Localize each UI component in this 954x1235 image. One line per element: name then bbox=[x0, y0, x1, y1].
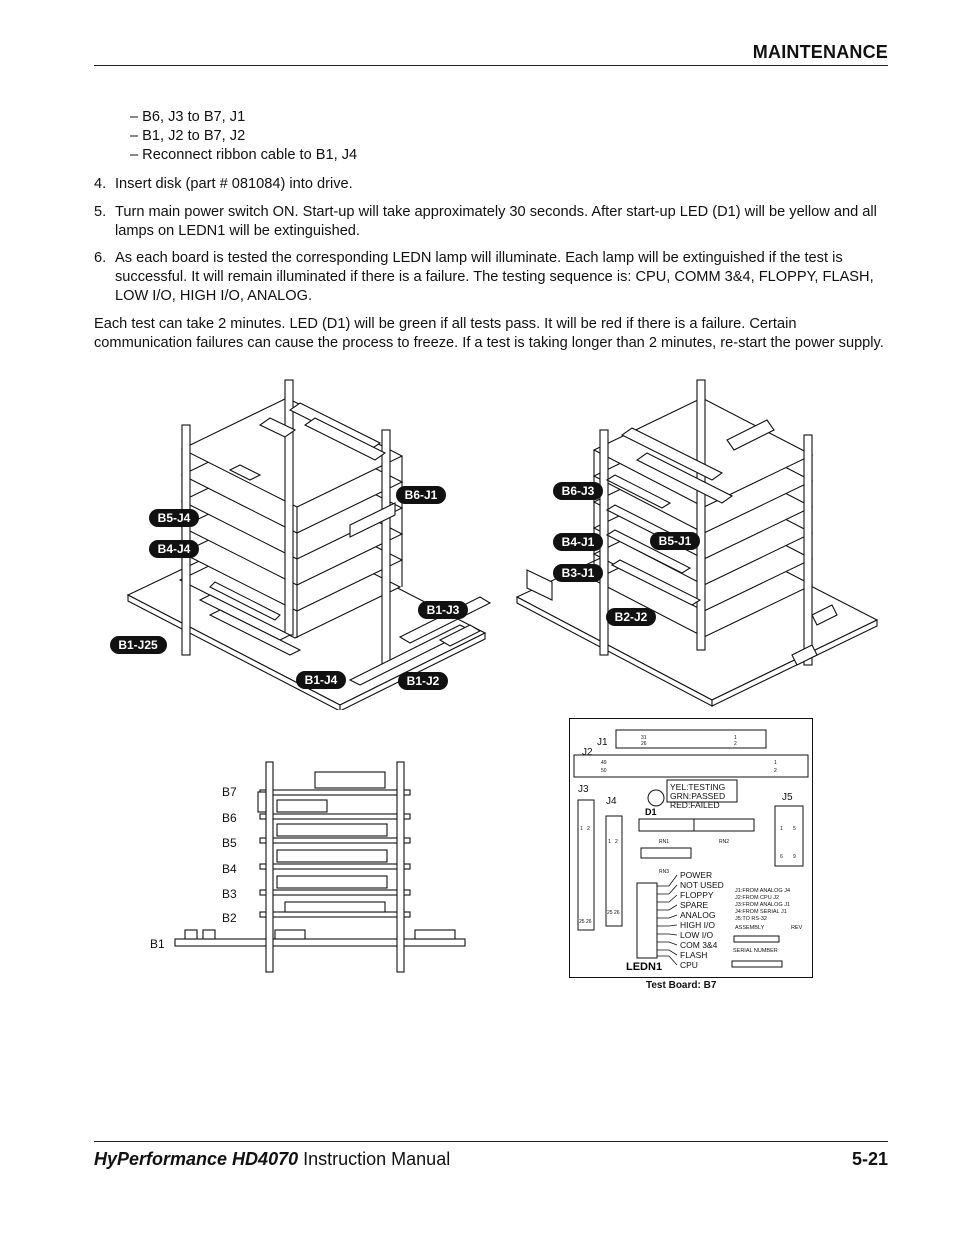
note-paragraph: Each test can take 2 minutes. LED (D1) w… bbox=[94, 316, 884, 351]
section-title: MAINTENANCE bbox=[752, 42, 888, 62]
led-legend: YEL:TESTING bbox=[670, 782, 725, 792]
side-view-figure: B7 B6 B5 B4 B3 B2 B1 bbox=[150, 761, 466, 973]
lamp-label: FLASH bbox=[680, 950, 707, 960]
pin-label: 9 bbox=[793, 854, 796, 860]
rn-label: RN1 bbox=[659, 839, 669, 845]
jnote: J5:TO RS-32 bbox=[735, 916, 767, 922]
pin-label: 2 bbox=[774, 768, 777, 774]
step-number: 5. bbox=[94, 204, 107, 220]
lamp-label: ANALOG bbox=[680, 910, 715, 920]
pin-label: 1 bbox=[580, 826, 583, 832]
pin-label: 1 bbox=[780, 826, 783, 832]
board-label: B6 bbox=[222, 811, 237, 825]
board-label: B7 bbox=[222, 785, 237, 799]
pin-label: 5 bbox=[793, 826, 796, 832]
board-label: B2 bbox=[222, 911, 237, 925]
pin-label: 2 bbox=[615, 839, 618, 845]
sub-step: – B6, J3 to B7, J1 bbox=[130, 109, 246, 125]
callout-label: B5-J1 bbox=[659, 534, 692, 548]
sub-step: – Reconnect ribbon cable to B1, J4 bbox=[130, 147, 358, 163]
board-label: B3 bbox=[222, 887, 237, 901]
callout-label: B6-J3 bbox=[562, 484, 595, 498]
step-number: 4. bbox=[94, 176, 107, 192]
step-text: Turn main power switch ON. Start-up will… bbox=[115, 204, 877, 239]
board-label: B4 bbox=[222, 862, 237, 876]
callout-layer: B6-J1 B5-J4 B4-J4 B1-J3 B1-J25 B1-J4 B1-… bbox=[110, 482, 700, 690]
ledn-label: LEDN1 bbox=[626, 961, 662, 973]
footer-title: HyPerformance HD4070 Instruction Manual bbox=[94, 1149, 450, 1170]
pin-label: 6 bbox=[780, 854, 783, 860]
callout-label: B1-J3 bbox=[427, 603, 460, 617]
connector-label: J1 bbox=[597, 737, 608, 748]
lamp-label: NOT USED bbox=[680, 880, 724, 890]
led-legend: GRN:PASSED bbox=[670, 791, 725, 801]
footer-rule bbox=[94, 1141, 888, 1142]
pin-label: 2 bbox=[734, 741, 737, 747]
assembly-label: ASSEMBLY bbox=[735, 925, 765, 931]
rn-label: RN3 bbox=[659, 869, 669, 875]
test-board-diagram bbox=[569, 718, 813, 978]
callout-label: B2-J2 bbox=[615, 610, 648, 624]
pin-label: 31 bbox=[641, 735, 647, 741]
lamp-label: FLOPPY bbox=[680, 890, 714, 900]
pin-label: 25 26 bbox=[579, 919, 592, 925]
manual-name: Instruction Manual bbox=[303, 1149, 451, 1169]
rn-label: RN2 bbox=[719, 839, 729, 845]
callout-label: B4-J1 bbox=[562, 535, 595, 549]
jnote: J3:FROM ANALOG J1 bbox=[735, 902, 790, 908]
callout-label: B1-J2 bbox=[407, 674, 440, 688]
pin-label: 1 bbox=[734, 735, 737, 741]
jnote: J4:FROM SERIAL J1 bbox=[735, 909, 787, 915]
header-rule bbox=[94, 65, 888, 66]
lamp-label: SPARE bbox=[680, 900, 709, 910]
lamp-label: COM 3&4 bbox=[680, 940, 718, 950]
pin-label: 2 bbox=[587, 826, 590, 832]
connector-label: J5 bbox=[782, 792, 793, 803]
callout-label: B4-J4 bbox=[158, 542, 191, 556]
figure-caption: Test Board: B7 bbox=[646, 980, 717, 991]
pin-label: 26 bbox=[641, 741, 647, 747]
lamp-label: LOW I/O bbox=[680, 930, 713, 940]
product-name: HyPerformance HD4070 bbox=[94, 1149, 299, 1169]
step-text: Insert disk (part # 081084) into drive. bbox=[115, 176, 353, 192]
board-label: B5 bbox=[222, 836, 237, 850]
serial-label: SERIAL NUMBER bbox=[733, 948, 778, 954]
pin-label: 1 bbox=[774, 760, 777, 766]
connector-label: J3 bbox=[578, 784, 589, 795]
test-board-schematic: J1 J2 J3 J4 J5 31 1 26 2 49 1 50 2 1 2 1… bbox=[573, 729, 809, 973]
callout-label: B1-J25 bbox=[118, 638, 158, 652]
callout-label: B6-J1 bbox=[405, 488, 438, 502]
rev-label: REV bbox=[791, 925, 803, 931]
lamp-label: CPU bbox=[680, 960, 698, 970]
led-legend: RED:FAILED bbox=[670, 800, 720, 810]
pin-label: 1 bbox=[608, 839, 611, 845]
jnote: J1:FROM ANALOG J4 bbox=[735, 888, 790, 894]
board-label: B1 bbox=[150, 937, 165, 951]
page-number: 5-21 bbox=[851, 1149, 888, 1169]
lamp-label: POWER bbox=[680, 870, 712, 880]
callout-label: B5-J4 bbox=[158, 511, 191, 525]
connector-label: J4 bbox=[606, 796, 617, 807]
d1-label: D1 bbox=[645, 807, 657, 817]
pin-label: 50 bbox=[601, 768, 607, 774]
pin-label: 25 26 bbox=[607, 910, 620, 916]
connector-label: J2 bbox=[582, 747, 593, 758]
board-stack-figure-right bbox=[515, 379, 879, 707]
callout-label: B3-J1 bbox=[562, 566, 595, 580]
step-number: 6. bbox=[94, 250, 107, 266]
lamp-label: HIGH I/O bbox=[680, 920, 715, 930]
board-stack-figure-left bbox=[126, 379, 492, 710]
callout-label: B1-J4 bbox=[305, 673, 338, 687]
step-text: As each board is tested the correspondin… bbox=[115, 250, 874, 304]
jnote: J2:FROM CPU J2 bbox=[735, 895, 779, 901]
sub-step: – B1, J2 to B7, J2 bbox=[130, 128, 246, 144]
pin-label: 49 bbox=[601, 760, 607, 766]
